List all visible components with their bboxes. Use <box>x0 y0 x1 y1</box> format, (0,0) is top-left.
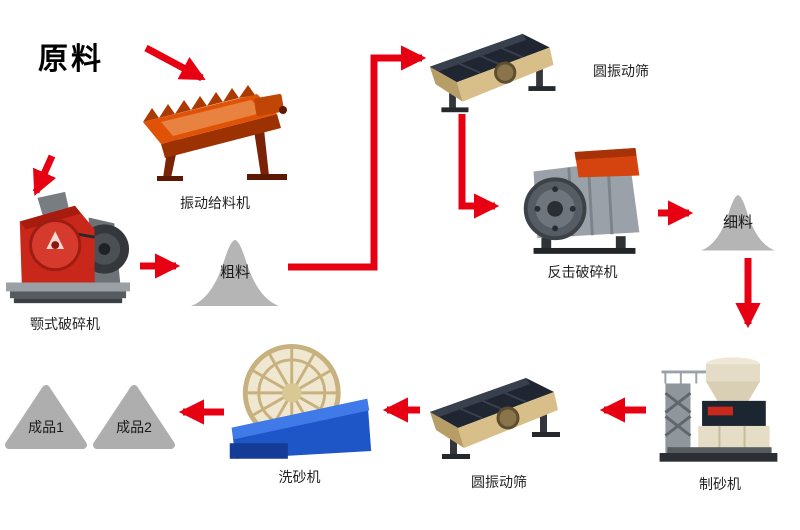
product-1-label: 成品1 <box>28 419 64 435</box>
product-1-illustration <box>5 385 87 449</box>
raw-material-title: 原料 <box>38 43 104 76</box>
sand-maker-illustration <box>659 357 778 462</box>
sand-maker-node <box>648 350 788 472</box>
sand-washer-label: 洗砂机 <box>278 469 321 485</box>
impact-crusher-node <box>512 138 657 258</box>
circular-screen-bottom-illustration <box>430 378 560 459</box>
jaw-crusher-label: 颚式破碎机 <box>30 316 100 332</box>
fine-material-label: 细料 <box>722 214 753 231</box>
fine-pile-illustration <box>701 195 775 251</box>
arrow-feeder-to-jaw-crusher <box>32 154 57 196</box>
arrow-screen-top-to-impact <box>458 114 500 219</box>
product-2-label: 成品2 <box>116 419 152 435</box>
vibrating-feeder-label: 振动给料机 <box>180 195 250 211</box>
impact-crusher-label: 反击破碎机 <box>547 264 618 280</box>
impact-crusher-illustration <box>523 148 640 254</box>
circular-screen-top-node <box>424 28 569 123</box>
circular-screen-top-illustration <box>429 33 556 113</box>
arrow-coarse-to-screen-top <box>288 45 427 271</box>
sand-maker-label: 制砂机 <box>699 476 741 492</box>
jaw-crusher-node <box>4 188 134 312</box>
circular-screen-bottom-label: 圆振动筛 <box>471 474 527 490</box>
sand-washer-node <box>222 342 377 467</box>
circular-screen-top-label: 圆振动筛 <box>593 63 649 79</box>
jaw-crusher-illustration <box>6 191 131 304</box>
product-2-pile <box>92 383 176 451</box>
product-1-pile <box>4 383 88 451</box>
coarse-material-label: 粗料 <box>219 264 250 281</box>
circular-screen-bottom-node <box>424 372 574 470</box>
coarse-material-pile <box>185 232 285 312</box>
vibrating-feeder-illustration <box>143 85 287 181</box>
fine-material-pile <box>696 188 780 256</box>
sand-washer-illustration <box>229 343 372 459</box>
vibrating-feeder-node <box>135 80 295 192</box>
coarse-pile-illustration <box>191 240 279 306</box>
product-2-illustration <box>93 385 175 449</box>
arrow-raw-to-feeder <box>144 44 206 82</box>
